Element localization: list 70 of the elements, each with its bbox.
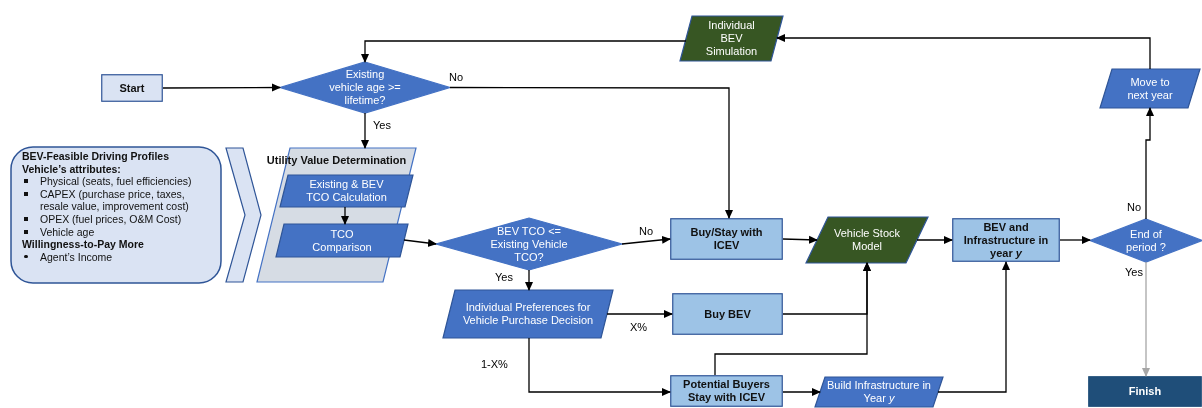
decision-diamond bbox=[280, 62, 450, 113]
decision-diamond bbox=[436, 218, 622, 270]
bullet-item: Physical (seats, fuel efficiencies) bbox=[22, 175, 216, 188]
process-box bbox=[672, 293, 783, 335]
bullet-item: OPEX (fuel prices, O&M Cost) bbox=[22, 212, 216, 226]
node-label: Finish bbox=[1128, 385, 1162, 398]
arrow bbox=[916, 236, 953, 244]
process-parallelogram bbox=[815, 377, 943, 407]
arrow bbox=[162, 83, 281, 92]
arrow bbox=[937, 261, 1010, 393]
edge-label: No bbox=[448, 71, 465, 83]
node-label: Start bbox=[119, 81, 145, 95]
node-label: Move to next year bbox=[1126, 75, 1174, 102]
arrow bbox=[449, 86, 733, 219]
model-parallelogram bbox=[806, 217, 928, 263]
node-label: Individual Preferences for Vehicle Purchase Decision bbox=[461, 301, 595, 327]
arrow bbox=[714, 262, 871, 376]
decision-text: Existing vehicle age >= lifetime? bbox=[329, 68, 401, 107]
node-label: Individual BEV Simulation bbox=[704, 19, 759, 58]
arrow bbox=[1145, 107, 1154, 220]
process-parallelogram bbox=[280, 175, 413, 207]
decision-text: BEV TCO <= Existing Vehicle TCO? bbox=[489, 224, 569, 264]
process-box bbox=[670, 218, 783, 260]
process-box bbox=[952, 218, 1060, 262]
bullet-item: CAPEX (purchase price, taxes, resale value, improvement cost) bbox=[22, 187, 216, 213]
input-panel bbox=[10, 146, 222, 284]
edge-label: Yes bbox=[494, 271, 514, 283]
arrow bbox=[776, 34, 1151, 70]
node-label: Buy BEV bbox=[704, 307, 751, 321]
process-parallelogram bbox=[443, 290, 613, 338]
bullet-item: Agent’s Income bbox=[22, 250, 216, 264]
process-parallelogram bbox=[276, 224, 408, 257]
process-group bbox=[257, 148, 416, 282]
arrow bbox=[606, 310, 673, 318]
arrow bbox=[621, 235, 671, 245]
decision-diamond bbox=[1090, 219, 1202, 262]
arrow bbox=[341, 206, 349, 225]
chevron-arrow bbox=[225, 147, 262, 283]
edge-label: Yes bbox=[1124, 266, 1144, 278]
panel-heading: BEV-Feasible Driving Profiles bbox=[22, 150, 171, 163]
arrow bbox=[1059, 236, 1091, 244]
start-box bbox=[101, 74, 163, 102]
edge-label: 1-X% bbox=[480, 358, 509, 370]
arrow bbox=[782, 388, 821, 396]
node-label: Existing & BEV TCO Calculation bbox=[305, 178, 388, 204]
arrow bbox=[1142, 261, 1150, 377]
decision-text: End of period ? bbox=[1125, 227, 1167, 254]
node-label: BEV and Infrastructure in year y bbox=[962, 220, 1050, 260]
node-label: Potential Buyers Stay with ICEV bbox=[682, 378, 771, 404]
edge-label: Yes bbox=[372, 119, 392, 131]
process-parallelogram bbox=[1100, 69, 1200, 108]
edge-label: X% bbox=[629, 321, 649, 333]
arrow bbox=[782, 235, 818, 244]
edge-label: No bbox=[1126, 201, 1143, 213]
edge-label: No bbox=[638, 225, 655, 237]
node-label: Buy/Stay with ICEV bbox=[689, 226, 764, 252]
node-label: Build Infrastructure in Year y bbox=[826, 379, 932, 405]
end-box bbox=[1088, 376, 1202, 407]
node-label: TCO Comparison bbox=[311, 227, 373, 254]
arrow bbox=[361, 112, 369, 149]
process-box bbox=[670, 375, 783, 407]
arrow bbox=[528, 337, 671, 396]
group-heading: Utility Value Determination bbox=[266, 154, 407, 167]
model-parallelogram bbox=[680, 16, 783, 61]
arrow bbox=[525, 269, 533, 291]
panel-heading: Willingness-to-Pay More bbox=[22, 238, 145, 251]
arrow bbox=[403, 239, 437, 247]
bullet-item: Vehicle age bbox=[22, 225, 216, 239]
panel-heading: Vehicle’s attributes: bbox=[22, 162, 122, 176]
node-label: Vehicle Stock Model bbox=[832, 227, 901, 253]
